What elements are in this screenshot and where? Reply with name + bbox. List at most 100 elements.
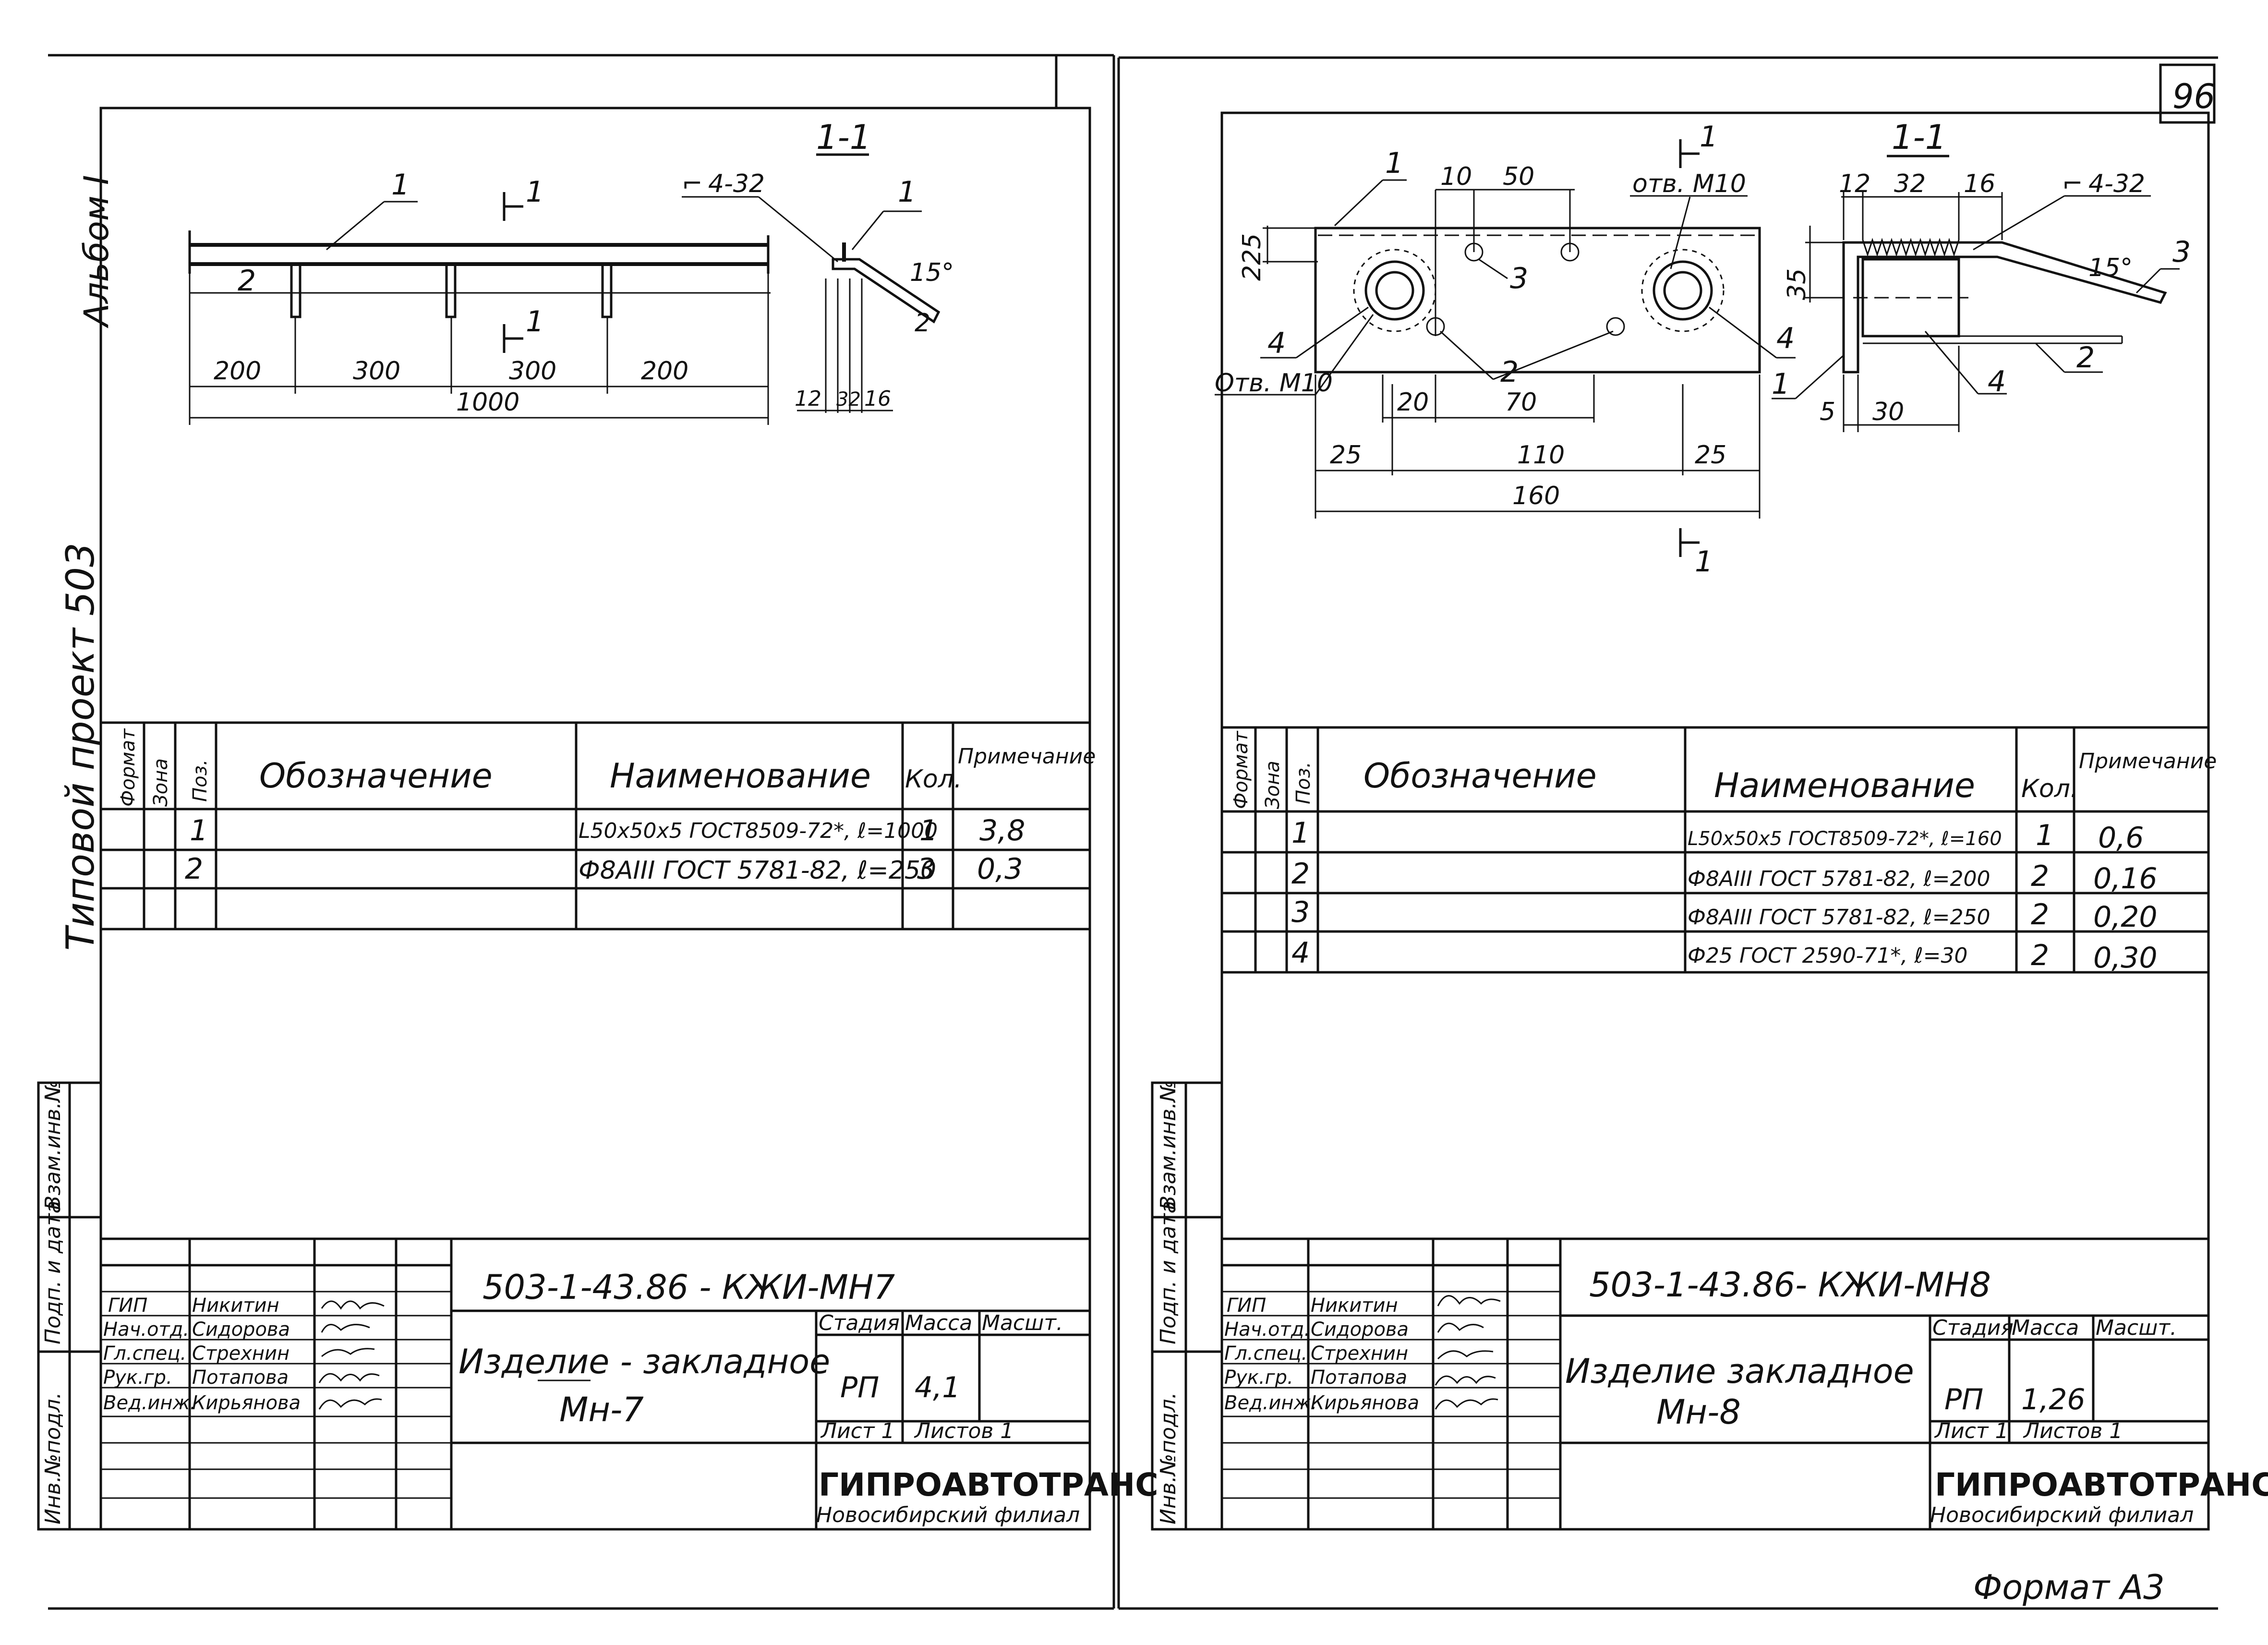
sheets-1-spec-rows-1-qty-text: 2 — [2031, 859, 2049, 893]
sheets-0-sheets-label-text: Листов 1 — [914, 1419, 1013, 1443]
project-label: Типовой проект 503 — [58, 543, 103, 951]
sheets-0-spec-headers-qty-text: Кол. — [905, 765, 962, 794]
sheets-1-roles-0-name-text: Никитин — [1311, 1294, 1398, 1317]
sheets-0-roles-1-role-text: Нач.отд. — [103, 1318, 189, 1341]
sheets-0-angle-label-text: 15° — [910, 258, 954, 287]
sheets-0-spec-headers-designation-text: Обозначение — [259, 756, 493, 796]
sheets-1-spec-rows-2-pos-text: 3 — [1291, 895, 1310, 929]
sheets-0-dims-s1-text: 12 — [795, 387, 821, 411]
side-stamp-inv-zam-text: Взам.инв.№ — [41, 1080, 65, 1210]
weld-symbol: ⌐ — [682, 169, 703, 198]
sheets-0-stage-text: РП — [840, 1371, 879, 1404]
side-stamp-podp-data-text: Подп. и дата — [1156, 1200, 1181, 1344]
sheets-0-mass-text: 4,1 — [915, 1371, 960, 1404]
sheets-1-dims-total-text: 160 — [1512, 482, 1560, 510]
sheets-0-spec-headers-name-text: Наименование — [610, 756, 871, 796]
signature-5 — [318, 1398, 382, 1410]
signature-1 — [321, 1300, 385, 1310]
sheets-0-spec-headers-format-text: Формат — [117, 728, 139, 807]
sheets-0-pos-labels-1-text: 2 — [915, 309, 930, 338]
weld-symbol-2: ⌐ — [2062, 169, 2083, 198]
sheets-1-spec-rows-0-note-text: 0,6 — [2098, 821, 2144, 855]
sheets-1-spec-rows-0-pos-text: 1 — [1291, 816, 1310, 850]
sheets-1-spec-rows-1-pos-text: 2 — [1291, 857, 1310, 891]
page-number: 96 — [2172, 77, 2215, 116]
sheets-1-spec-headers-note-text: Примечание — [2079, 749, 2217, 774]
sheets-1-roles-0-role-text: ГИП — [1227, 1294, 1266, 1317]
sheets-0-section-label-text: 1-1 — [816, 118, 871, 157]
sheets-1-dims-b25a-text: 25 — [1330, 441, 1362, 470]
sheets-0-spec-rows-0-name-text: L50x50x5 ГОСТ8509-72*, ℓ=1000 — [579, 819, 938, 843]
sheets-0-stage-hdr-text: Стадия — [819, 1311, 900, 1335]
sheets-0-spec-headers-pos-text: Поз. — [189, 759, 211, 802]
sheets-1-pos-labels-2-text: 3 — [2172, 235, 2191, 269]
sheets-0-roles-0-name-text: Никитин — [192, 1294, 279, 1317]
sheets-0-spec-rows-0-note-text: 3,8 — [979, 814, 1025, 847]
side-stamp-inv-podl-text: Инв.№подл. — [41, 1392, 65, 1524]
sheets-0-cut-label-text: 1 — [526, 305, 544, 339]
page-number-box: 96 — [2159, 63, 2216, 124]
sheets-0-spec-headers-zone-text: Зона — [150, 758, 172, 807]
sheets-0-doc-code-text: 503-1-43.86 - КЖИ-МН7 — [483, 1268, 895, 1307]
sheets-1-spec-rows-0-name-text: L50x50x5 ГОСТ8509-72*, ℓ=160 — [1688, 828, 2002, 850]
sheets-1-dims-s30-text: 30 — [1872, 398, 1904, 426]
sheets-1-roles-3-role-text: Рук.гр. — [1224, 1367, 1293, 1389]
sheets-1-spec-rows-2-note-text: 0,20 — [2093, 900, 2158, 934]
sheet-borders — [48, 54, 2218, 1610]
sheets-0-roles-1-name-text: Сидорова — [192, 1318, 290, 1341]
sheets-0-roles-3-name-text: Потапова — [192, 1367, 289, 1389]
signature-4 — [318, 1373, 380, 1383]
sheets-0-roles-3-role-text: Рук.гр. — [103, 1367, 172, 1389]
sheets-1-cut-label-text: 1 — [1700, 120, 1718, 154]
sheets-1-pos-labels-1-text: 2 — [2076, 341, 2095, 375]
sheets-1-pos-labels-3-text: 4 — [1776, 322, 1795, 355]
sheets-1-stage-text: РП — [1944, 1383, 1983, 1416]
sheets-1-spec-rows-3-note-text: 0,30 — [2093, 941, 2158, 975]
side-stamp-inv-podl-text: Инв.№подл. — [1156, 1392, 1181, 1524]
sheets-0-dims-s3-text: 16 — [864, 387, 891, 411]
sheets-1-dims-s32-text: 32 — [1894, 169, 1926, 198]
sheets-1-scale-hdr-text: Масшт. — [2096, 1316, 2177, 1340]
left-spec-table: Формат Зона Поз. Обозначение Наименовани… — [101, 721, 1096, 931]
sheets-0-dims-d3-text: 300 — [509, 357, 556, 386]
album-label: Альбом I — [77, 175, 116, 328]
sheets-1-cut-label-text: 1 — [1695, 545, 1713, 579]
sheets-1-section-label-text: 1-1 — [1892, 118, 1946, 157]
sheets-0-roles-4-role-text: Вед.инж. — [103, 1392, 196, 1414]
sheets-0-pos-labels-0-text: 1 — [898, 175, 916, 209]
sheets-0-roles-2-name-text: Стрехнин — [192, 1343, 290, 1365]
sheets-0-dims-s2-text: 32 — [836, 388, 861, 411]
sheets-1-dims-s5-text: 5 — [1820, 398, 1835, 426]
signature-3 — [321, 1348, 375, 1357]
sheets-1-spec-headers-format-text: Формат — [1230, 730, 1252, 809]
sheets-1-spec-headers-name-text: Наименование — [1714, 766, 1975, 805]
signature-2 — [321, 1324, 370, 1333]
sheets-1-spec-headers-zone-text: Зона — [1262, 761, 1284, 809]
side-stamp-inv-zam-text: Взам.инв.№ — [1156, 1080, 1181, 1210]
sheets-1-spec-headers-qty-text: Кол. — [2021, 774, 2078, 803]
sheets-1-dims-s12-text: 12 — [1839, 169, 1870, 198]
sheets-0-title-line1-text: Изделие - закладное — [458, 1342, 830, 1381]
sheets-1-spec-rows-2-qty-text: 2 — [2031, 898, 2049, 931]
sheets-1-branch-text: Новосибирский филиал — [1930, 1503, 2194, 1527]
sheets-0-scale-hdr-text: Масшт. — [982, 1311, 1063, 1335]
sheets-0-spec-rows-1-note-text: 0,3 — [977, 852, 1023, 886]
sheets-1-pos-labels-3-text: 4 — [1267, 327, 1286, 360]
sheets-1-roles-4-role-text: Вед.инж. — [1224, 1392, 1317, 1414]
sheets-0-weld-label-text: 4-32 — [708, 169, 765, 198]
sheets-0-spec-rows-1-pos-text: 2 — [185, 852, 203, 886]
sheets-1-title-line1-text: Изделие закладное — [1565, 1352, 1914, 1391]
sheets-0-mass-hdr-text: Масса — [905, 1311, 972, 1335]
sheets-0-cut-label-text: 1 — [526, 175, 544, 209]
sheets-1-spec-rows-2-name-text: Ф8АIII ГОСТ 5781-82, ℓ=250 — [1688, 905, 1990, 930]
sheets-1-dims-top10-text: 10 — [1440, 162, 1472, 191]
sheets-1-spec-headers-pos-text: Поз. — [1292, 762, 1315, 804]
sheets-0-dims-d1-text: 200 — [214, 357, 261, 386]
right-spec-table: Формат Зона Поз. Обозначение Наименовани… — [1222, 726, 2217, 975]
signature-9 — [1435, 1375, 1496, 1386]
format-label: Формат А3 — [1973, 1568, 2165, 1607]
sheets-1-pos-labels-3-text: 4 — [1988, 365, 2006, 399]
sheets-0-firm-text: ГИПРОАВТОТРАНС — [819, 1466, 1158, 1503]
sheets-1-dims-b25b-text: 25 — [1695, 441, 1726, 470]
